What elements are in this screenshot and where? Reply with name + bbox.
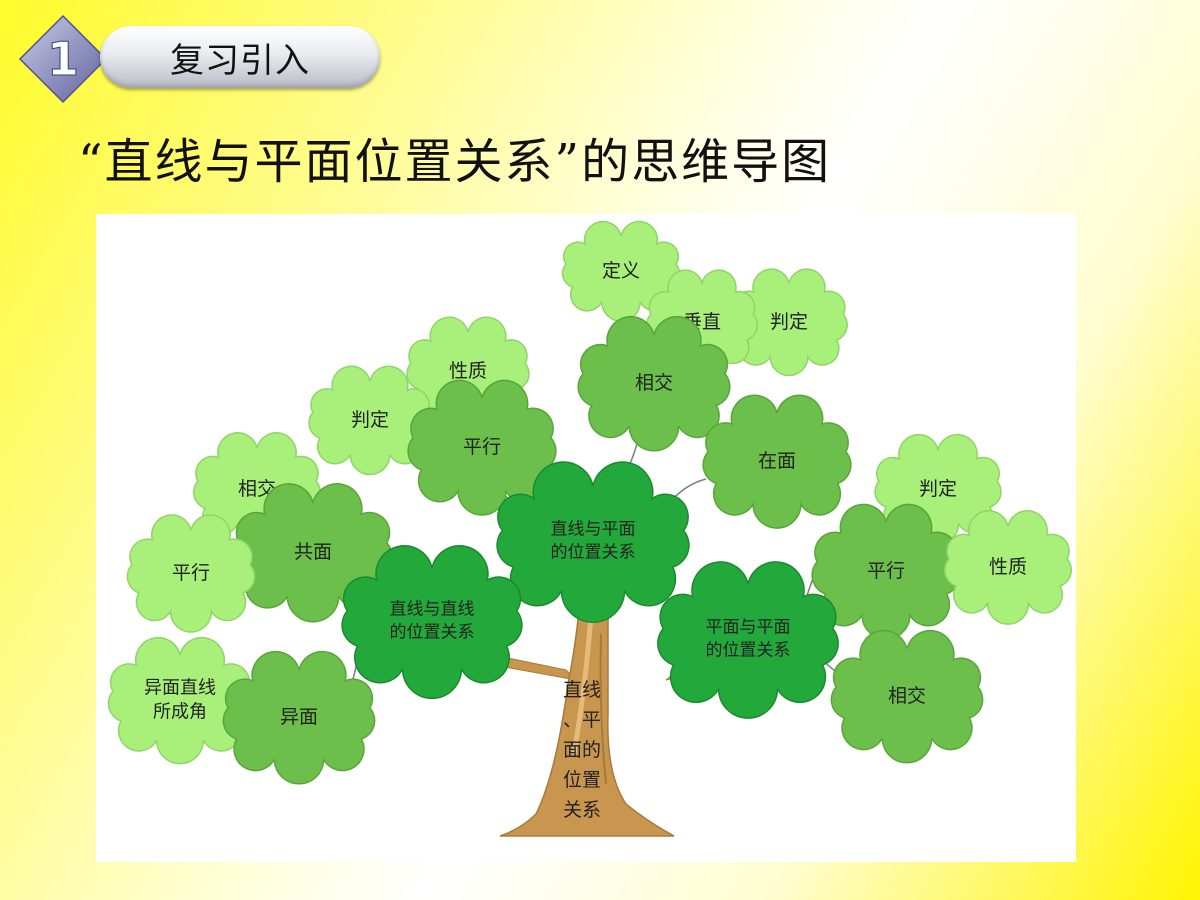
cloud-label: 平行 bbox=[867, 560, 905, 582]
cloud-shape bbox=[830, 629, 984, 764]
cloud-pp-parallel-property: 性质 bbox=[944, 510, 1072, 625]
cloud-label: 性质 bbox=[449, 360, 487, 382]
cloud-label: 直线与平面 bbox=[551, 520, 636, 540]
cloud-shape bbox=[944, 510, 1072, 625]
cloud-label: 平行 bbox=[172, 562, 210, 584]
cloud-label: 判定 bbox=[919, 478, 957, 500]
cloud-skew: 异面 bbox=[222, 650, 376, 785]
cloud-label: 异面直线 bbox=[144, 678, 216, 699]
cloud-shape bbox=[577, 315, 731, 452]
section-title: 复习引入 bbox=[170, 40, 310, 81]
trunk-label-line: 、平 bbox=[563, 709, 601, 731]
mind-map-panel: 直线、平面的位置关系 定义判定垂直相交性质判定平行在面直线与平面的位置关系相交共… bbox=[96, 214, 1076, 862]
section-title-pill: 复习引入 bbox=[100, 26, 380, 88]
trunk-label-line: 直线 bbox=[563, 679, 601, 701]
cloud-shape bbox=[222, 650, 376, 785]
cloud-label: 的位置关系 bbox=[551, 543, 636, 563]
cloud-label: 异面 bbox=[280, 706, 318, 728]
cloud-label: 性质 bbox=[989, 556, 1027, 578]
cloud-label: 判定 bbox=[770, 311, 808, 333]
cloud-label: 定义 bbox=[602, 260, 640, 282]
cloud-label: 在面 bbox=[758, 450, 796, 472]
cloud-pp-intersect: 相交 bbox=[830, 629, 984, 764]
cloud-lp-perp-judge: 判定 bbox=[730, 268, 848, 377]
cloud-label: 相交 bbox=[238, 478, 276, 500]
trunk-label-line: 关系 bbox=[563, 799, 601, 821]
cloud-lp-in-plane: 在面 bbox=[702, 394, 852, 529]
cloud-shape bbox=[407, 379, 557, 516]
cloud-shape bbox=[308, 365, 432, 476]
cloud-shape bbox=[126, 514, 256, 633]
cloud-label: 平行 bbox=[463, 436, 501, 458]
section-number: 1 bbox=[47, 32, 79, 86]
cloud-label: 判定 bbox=[351, 409, 389, 431]
cloud-label: 所成角 bbox=[153, 702, 207, 723]
cloud-label: 相交 bbox=[635, 372, 673, 394]
cloud-label: 相交 bbox=[888, 685, 926, 707]
clouds: 定义判定垂直相交性质判定平行在面直线与平面的位置关系相交共面平行直线与直线的位置… bbox=[107, 220, 1072, 785]
cloud-label: 共面 bbox=[294, 541, 332, 563]
cloud-label: 平面与平面 bbox=[706, 618, 791, 638]
cloud-shape bbox=[657, 561, 839, 719]
cloud-shape bbox=[496, 461, 690, 623]
trunk-label-line: 位置 bbox=[563, 769, 601, 791]
cloud-lp-definition: 定义 bbox=[561, 220, 681, 322]
cloud-label: 的位置关系 bbox=[390, 623, 475, 643]
page-title: “直线与平面位置关系”的思维导图 bbox=[78, 134, 832, 190]
cloud-lp-parallel: 平行 bbox=[407, 379, 557, 516]
cloud-shape bbox=[702, 394, 852, 529]
section-number-badge: 1 bbox=[18, 14, 108, 104]
cloud-shape bbox=[107, 636, 253, 765]
cloud-lp-parallel-judge: 判定 bbox=[308, 365, 432, 476]
cloud-lp-intersect: 相交 bbox=[577, 315, 731, 452]
cloud-coplanar-parallel: 平行 bbox=[126, 514, 256, 633]
cloud-label: 直线与直线 bbox=[390, 600, 475, 620]
trunk-label-line: 面的 bbox=[563, 739, 601, 761]
cloud-label: 的位置关系 bbox=[706, 641, 791, 661]
cloud-shape bbox=[341, 545, 523, 699]
